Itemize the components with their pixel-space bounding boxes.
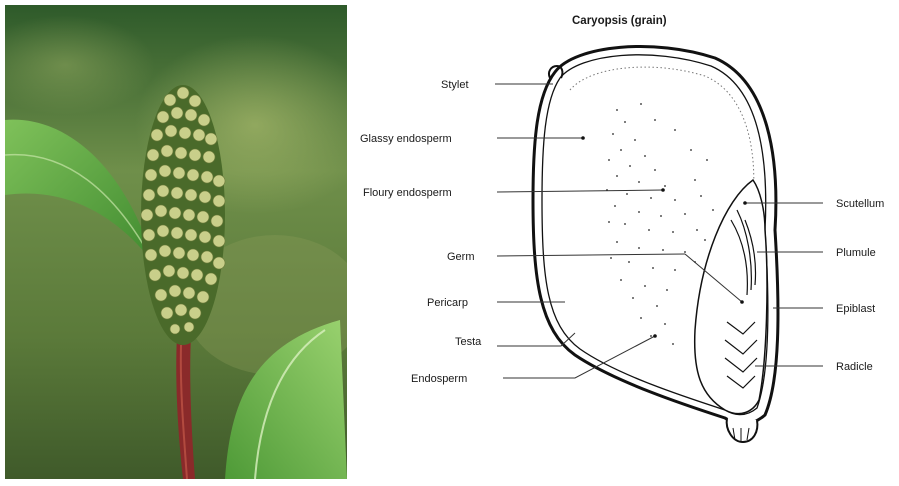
label-scutellum: Scutellum bbox=[836, 198, 884, 210]
grain-outline bbox=[533, 47, 778, 442]
caryopsis-diagram-svg: Caryopsis (grain) bbox=[355, 0, 899, 481]
label-glassy-endosperm: Glassy endosperm bbox=[360, 133, 452, 145]
sorghum-plant-illustration bbox=[5, 5, 347, 479]
label-radicle: Radicle bbox=[836, 361, 873, 373]
label-floury-endosperm: Floury endosperm bbox=[363, 187, 452, 199]
label-endosperm: Endosperm bbox=[411, 373, 467, 385]
caryopsis-diagram: Caryopsis (grain) bbox=[355, 0, 899, 481]
sorghum-photo bbox=[5, 5, 347, 479]
diagram-title: Caryopsis (grain) bbox=[572, 15, 667, 27]
label-germ: Germ bbox=[447, 251, 475, 263]
label-epiblast: Epiblast bbox=[836, 303, 875, 315]
label-stylet: Stylet bbox=[441, 79, 469, 91]
panicle bbox=[141, 85, 225, 345]
label-pericarp: Pericarp bbox=[427, 297, 468, 309]
label-testa: Testa bbox=[455, 336, 482, 348]
label-plumule: Plumule bbox=[836, 247, 876, 259]
